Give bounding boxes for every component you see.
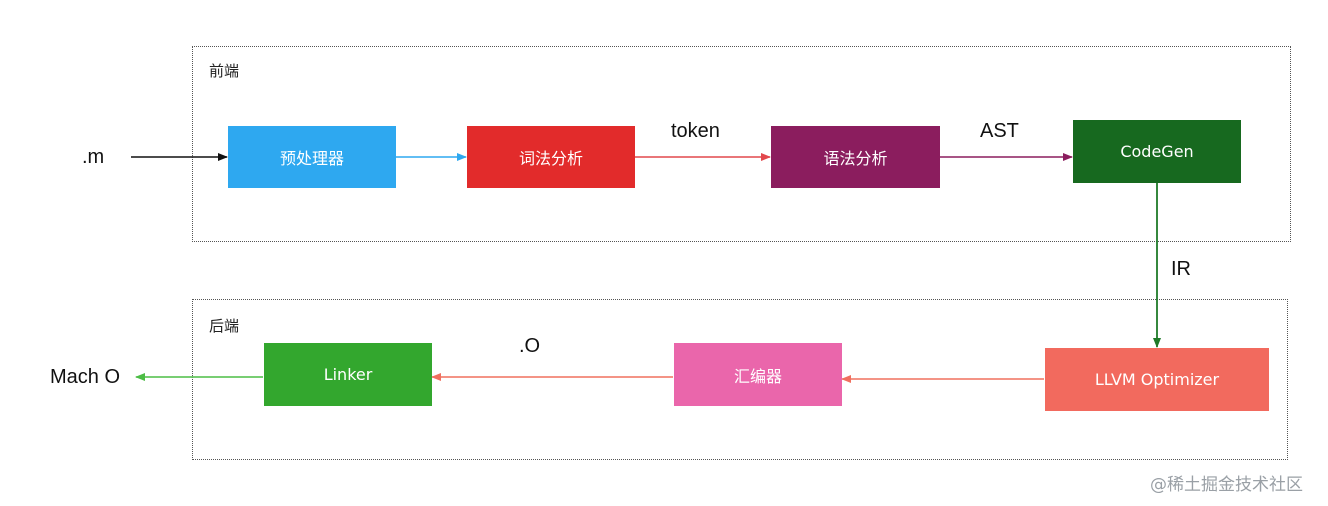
frontend-group-title: 前端 <box>209 62 240 80</box>
lexer-node: 词法分析 <box>467 126 635 188</box>
llvm-optimizer-node: LLVM Optimizer <box>1045 348 1269 411</box>
edge-label-ast: AST <box>980 120 1019 142</box>
preprocessor-node: 预处理器 <box>228 126 396 188</box>
edge-label-object: .O <box>519 335 541 357</box>
backend-group-title: 后端 <box>209 317 240 335</box>
edge-label-ir: IR <box>1171 258 1191 280</box>
output-binary-label: Mach O <box>50 366 121 388</box>
parser-node: 语法分析 <box>771 126 940 188</box>
codegen-node: CodeGen <box>1073 120 1241 183</box>
frontend-group <box>192 46 1291 242</box>
watermark-text: @稀土掘金技术社区 <box>1150 475 1303 495</box>
backend-group <box>192 299 1288 460</box>
input-source-label: .m <box>82 146 105 168</box>
linker-node: Linker <box>264 343 432 406</box>
assembler-node: 汇编器 <box>674 343 842 406</box>
edge-label-token: token <box>671 120 720 142</box>
